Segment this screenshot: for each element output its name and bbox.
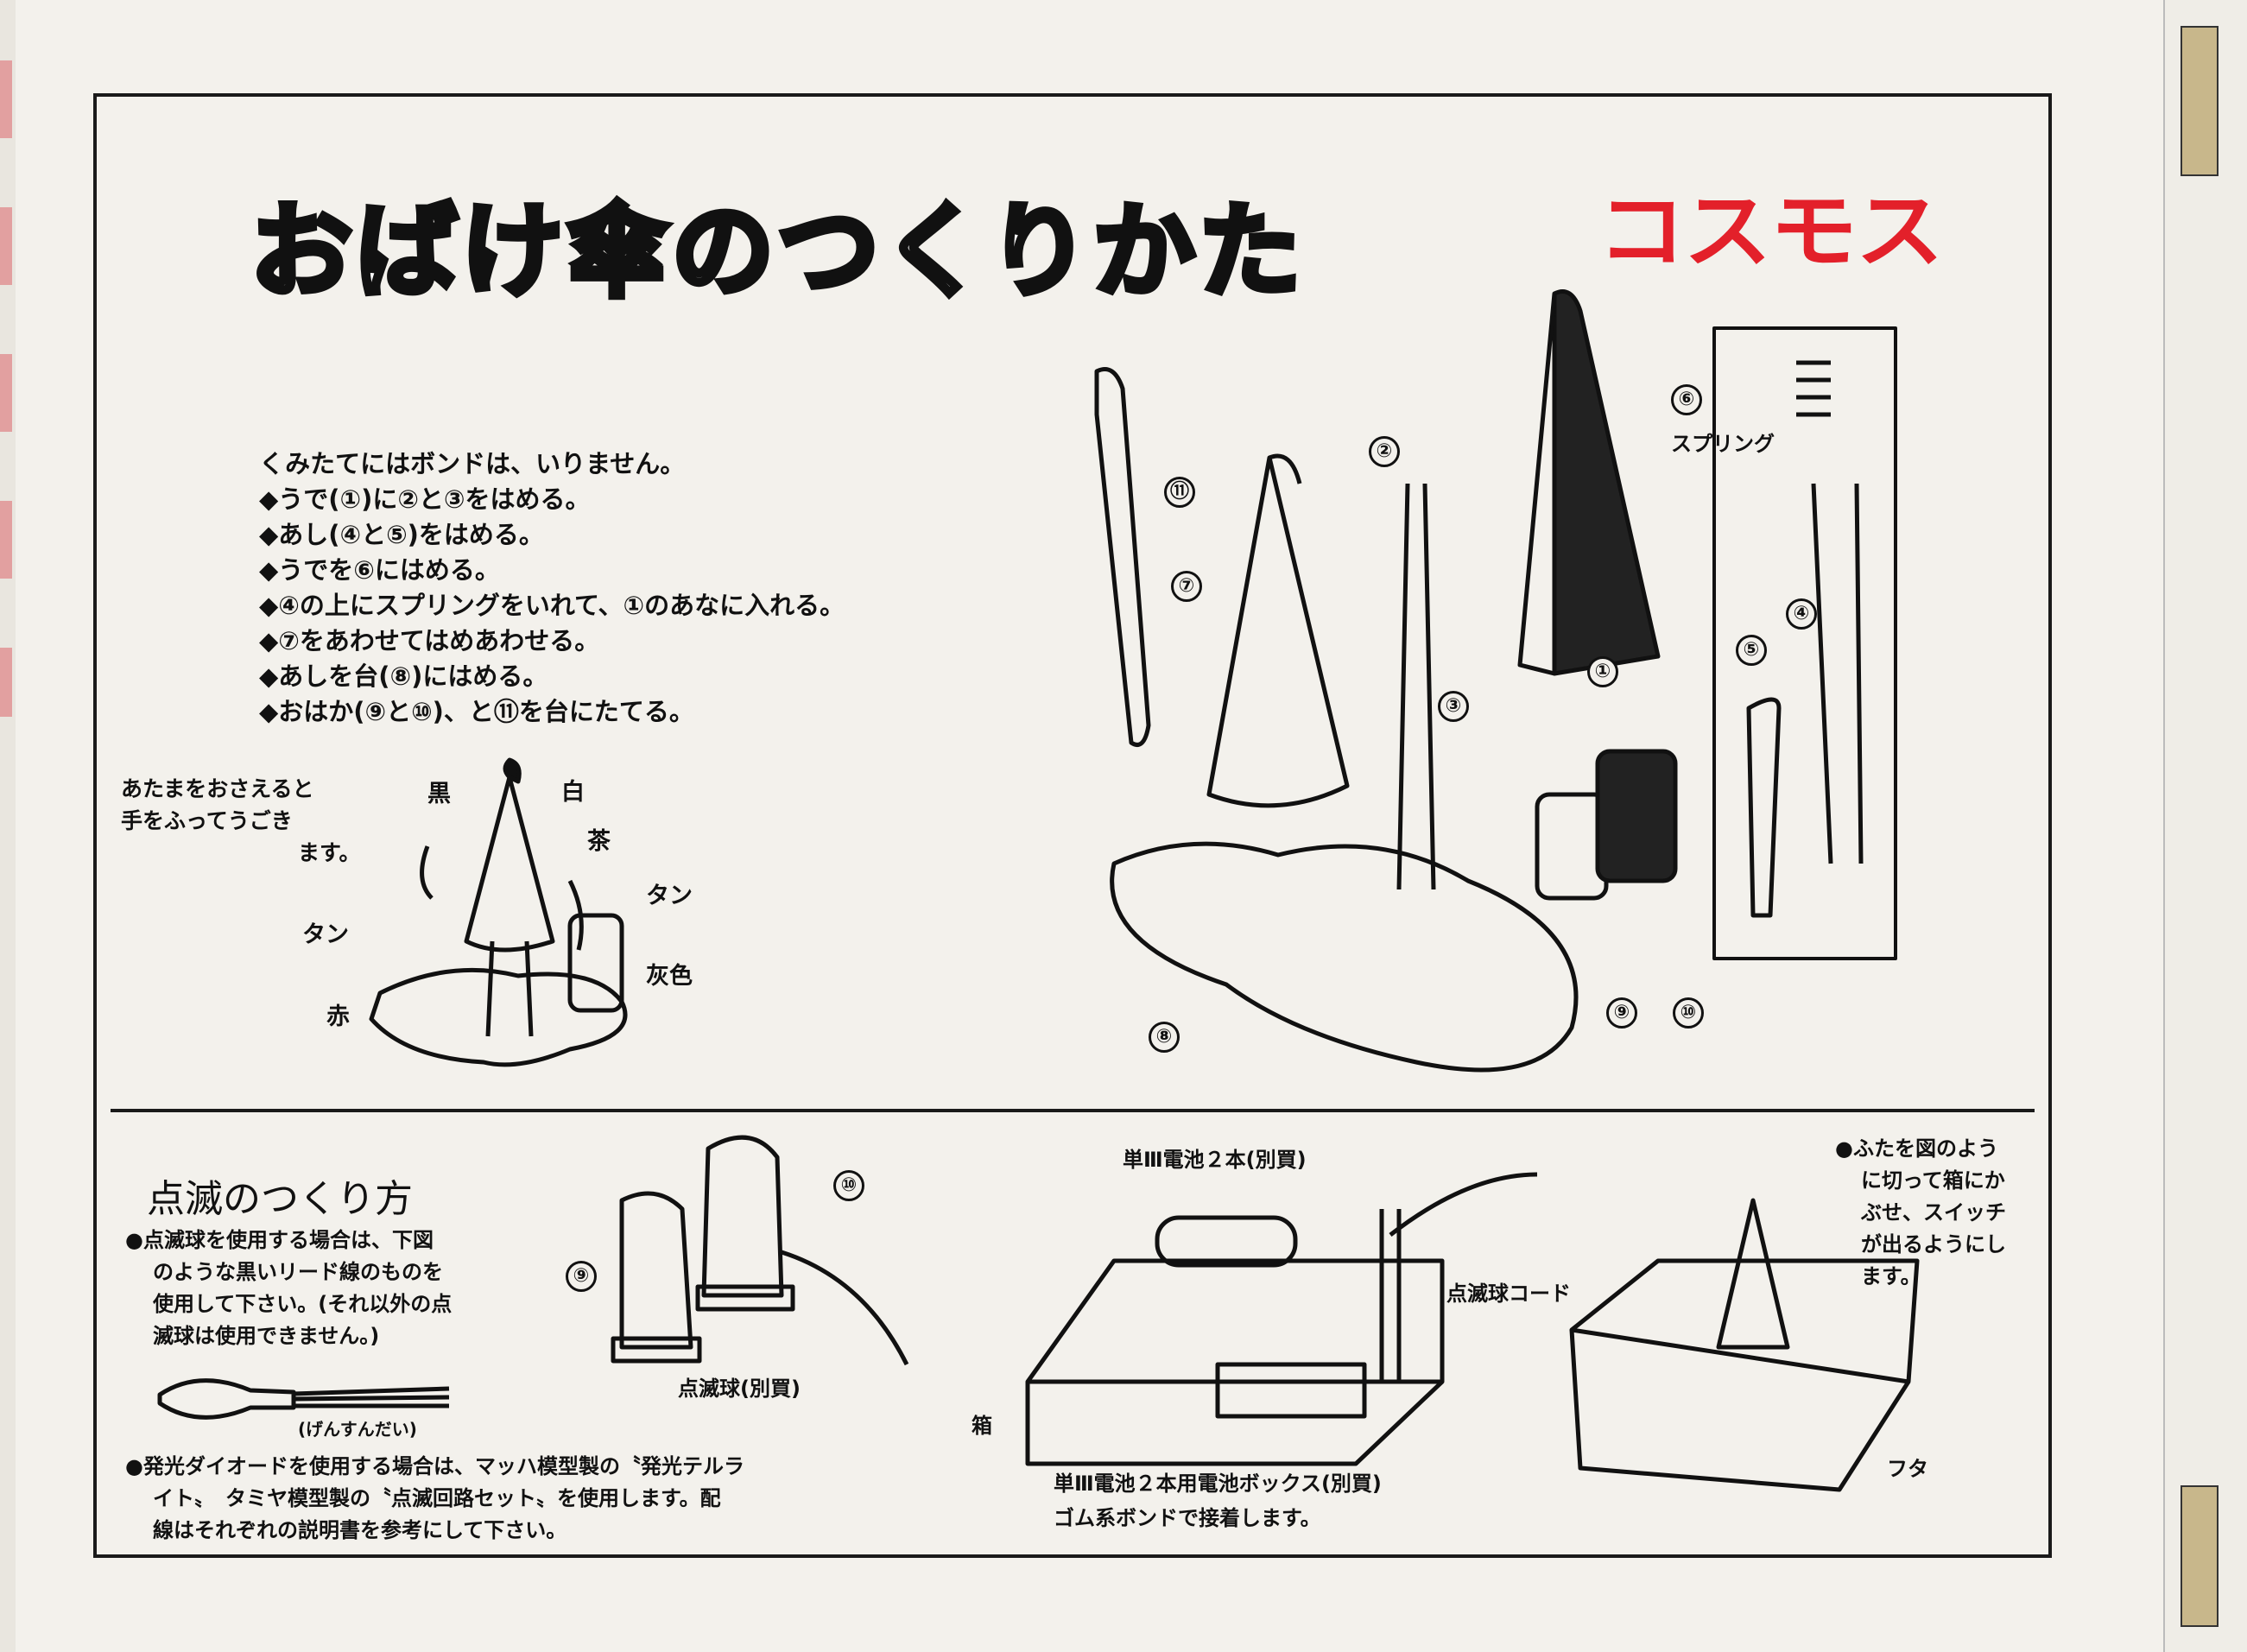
lid-note: ●ふたを図のよう に切って箱にか ぶせ、スイッチ が出るようにし ます。 xyxy=(1835,1133,2006,1293)
box-label: 箱 xyxy=(972,1414,992,1438)
motion-note-line: 手をふってうごき xyxy=(121,808,293,833)
tape-bottom xyxy=(2181,1485,2219,1627)
blink-heading: 点滅のつくり方 xyxy=(147,1177,413,1221)
part-number-3: ③ xyxy=(1438,691,1469,722)
instruction-step: ◆うで(①)に②と③をはめる。 xyxy=(259,484,591,514)
red-side-stripe xyxy=(0,60,12,717)
instruction-step: ◆④の上にスプリングをいれて、①のあなに入れる。 xyxy=(259,591,845,620)
part-number-8: ⑧ xyxy=(1149,1022,1180,1053)
part-number-11: ⑪ xyxy=(1164,477,1195,508)
part-number-2: ② xyxy=(1369,436,1400,467)
color-label-brown: 茶 xyxy=(587,828,611,855)
instruction-step: ◆おはか(⑨と⑩)、と⑪を台にたてる。 xyxy=(259,697,694,726)
grave-part-10: ⑩ xyxy=(833,1170,864,1201)
blink-bullet-2-line: 線はそれぞれの説明書を参考にして下さい。 xyxy=(153,1518,567,1542)
blink-bullet-1-line: 滅球は使用できません。) xyxy=(153,1324,380,1348)
lid-label: フタ xyxy=(1887,1457,1928,1481)
motion-note-line: あたまをおさえると xyxy=(121,776,314,801)
exploded-parts-diagram xyxy=(1094,289,1897,1073)
lid-note-line: に切って箱にか xyxy=(1861,1168,2005,1193)
tape-top xyxy=(2181,26,2219,176)
blink-bulb-label: 点滅球(別買) xyxy=(678,1377,801,1401)
box-right-side xyxy=(2163,0,2247,1652)
instruction-step: ◆⑦をあわせてはめあわせる。 xyxy=(259,626,600,655)
battery-box-label: 単Ⅲ電池２本用電池ボックス(別買) xyxy=(1054,1472,1382,1496)
instruction-frame xyxy=(93,93,2052,1558)
blink-bullet-2-line: ●発光ダイオードを使用する場合は、マッハ模型製の〝発光テルラ xyxy=(125,1454,744,1478)
grave-part-9: ⑨ xyxy=(566,1261,597,1292)
part-number-7: ⑦ xyxy=(1171,571,1202,602)
color-label-black: 黒 xyxy=(427,781,451,807)
section-divider xyxy=(111,1109,2035,1112)
instruction-step: ◆あし(④と⑤)をはめる。 xyxy=(259,520,544,549)
spring-label: スプリング xyxy=(1671,432,1775,456)
color-label-white: 白 xyxy=(561,779,585,806)
blink-bullet-1-line: 使用して下さい。(それ以外の点 xyxy=(153,1292,453,1316)
painted-figure-illustration xyxy=(369,757,628,1067)
bulb-illustration xyxy=(157,1378,450,1420)
grave-markers-illustration xyxy=(611,1135,909,1366)
lid-illustration xyxy=(1569,1198,1920,1492)
part-number-5: ⑤ xyxy=(1736,635,1767,666)
battery-box-illustration xyxy=(1025,1172,1538,1466)
page-title: おばけ傘のつくりかた xyxy=(247,189,1305,314)
glue-note: ゴム系ボンドで接着します。 xyxy=(1054,1506,1321,1530)
instruction-step: ◆あしを台(⑧)にはめる。 xyxy=(259,661,548,691)
blink-bullet-1-line: ●点滅球を使用する場合は、下図 xyxy=(125,1228,434,1252)
color-label-tan-left: タン xyxy=(302,921,349,948)
blink-bullet-1-line: のような黒いリード線のものを xyxy=(153,1260,443,1284)
part-number-6: ⑥ xyxy=(1671,384,1702,415)
blink-bullet-1: ●点滅球を使用する場合は、下図 のような黒いリード線のものを 使用して下さい。(… xyxy=(125,1225,452,1352)
blink-bullet-2-line: イト〟 タミヤ模型製の〝点滅回路セット〟を使用します。配 xyxy=(153,1486,721,1510)
lid-note-line: が出るようにし xyxy=(1861,1232,2006,1256)
cord-label: 点滅球コード xyxy=(1446,1282,1571,1306)
color-label-tan-right: タン xyxy=(646,883,693,909)
lid-note-line: ます。 xyxy=(1861,1264,1921,1288)
color-label-gray: 灰色 xyxy=(646,963,693,990)
part-number-10: ⑩ xyxy=(1673,997,1704,1029)
instruction-step: ◆うでを⑥にはめる。 xyxy=(259,555,500,585)
lid-note-line: ●ふたを図のよう xyxy=(1835,1136,1998,1161)
lid-note-line: ぶせ、スイッチ xyxy=(1861,1200,2006,1225)
color-label-red: 赤 xyxy=(326,1003,350,1030)
brand-logo: コスモス xyxy=(1598,183,1944,280)
bulb-caption: (げんすんだい) xyxy=(298,1419,417,1440)
part-number-9: ⑨ xyxy=(1606,997,1637,1029)
battery-label: 単Ⅲ電池２本(別買) xyxy=(1123,1148,1307,1172)
assembly-instructions: くみたてにはボンドは、いりません。 ◆うで(①)に②と③をはめる。 ◆あし(④と… xyxy=(259,446,845,730)
part-number-4: ④ xyxy=(1786,598,1817,630)
motion-note: あたまをおさえると 手をふってうごき ます。 xyxy=(121,773,361,869)
part-number-1: ① xyxy=(1587,656,1618,687)
instructions-intro: くみたてにはボンドは、いりません。 xyxy=(259,449,686,478)
motion-note-line: ます。 xyxy=(298,840,361,865)
blink-bullet-2: ●発光ダイオードを使用する場合は、マッハ模型製の〝発光テルラ イト〟 タミヤ模型… xyxy=(125,1451,744,1547)
